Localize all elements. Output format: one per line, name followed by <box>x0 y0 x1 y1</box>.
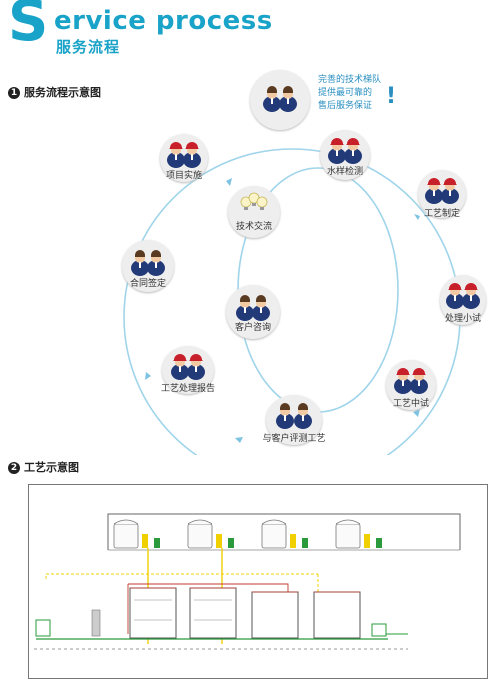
node-client-consult <box>226 285 280 339</box>
section-title: 服务流程示意图 <box>24 86 101 99</box>
logo-letter-s: S <box>8 0 49 54</box>
label-client-review: 与客户评测工艺 <box>262 434 326 444</box>
section-heading-process: 2 工艺示意图 <box>8 459 79 475</box>
upper-tanks <box>113 519 361 549</box>
section-title: 工艺示意图 <box>24 461 79 474</box>
label-contract: 合同签定 <box>129 279 166 289</box>
label-process-report: 工艺处理报告 <box>160 384 215 394</box>
node-client-review <box>266 395 322 445</box>
team-icon <box>263 86 297 112</box>
callout-line-2: 提供最可靠的 <box>318 88 373 98</box>
node-tech-exchange <box>228 186 280 238</box>
process-schematic <box>28 484 488 679</box>
label-client-consult: 客户咨询 <box>234 323 271 333</box>
label-process-design: 工艺制定 <box>423 209 460 219</box>
section-heading-service: 1 服务流程示意图 <box>8 84 101 100</box>
section-number-badge: 2 <box>8 462 20 474</box>
node-contract <box>122 240 174 292</box>
callout-line-3: 售后服务保证 <box>318 101 373 111</box>
node-pilot-test <box>386 360 436 410</box>
label-pilot-test: 工艺中试 <box>392 399 429 409</box>
label-implementation: 项目实施 <box>165 171 202 181</box>
node-small-test <box>440 275 486 325</box>
node-process-design <box>418 170 466 218</box>
lightbulb-icon <box>240 192 268 210</box>
callout-line-1: 完善的技术梯队 <box>318 75 382 85</box>
page-title-cn: 服务流程 <box>56 38 121 56</box>
label-water-test: 水样检测 <box>326 167 363 177</box>
page-title-en: ervice process <box>54 6 273 36</box>
reactor-tanks <box>129 587 361 639</box>
callout-exclamation: ! <box>386 84 397 109</box>
team-callout: 完善的技术梯队 提供最可靠的 售后服务保证 <box>318 74 381 113</box>
node-implementation <box>160 134 208 182</box>
team-node <box>250 70 310 130</box>
label-tech-exchange: 技术交流 <box>235 222 272 232</box>
node-process-report <box>162 346 214 394</box>
node-water-test <box>320 130 370 180</box>
label-small-test: 处理小试 <box>444 314 481 324</box>
section-number-badge: 1 <box>8 87 20 99</box>
